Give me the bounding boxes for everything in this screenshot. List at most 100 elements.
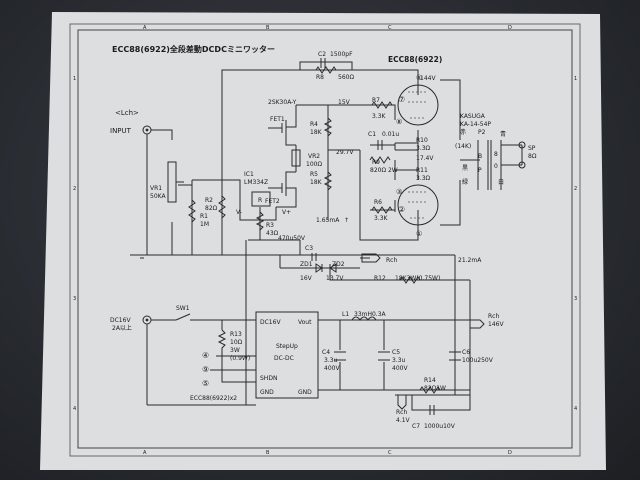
- ic1-symbol: [251, 191, 271, 207]
- c7-name: C7: [412, 423, 420, 430]
- r14-name: R14: [424, 377, 436, 384]
- heater-note: ECC88(6922)x2: [190, 395, 237, 402]
- r6-value: 3.3K: [374, 215, 389, 222]
- trans-p2: P2: [478, 129, 486, 136]
- r11-name: R11: [416, 167, 428, 174]
- rch-top-label: Rch: [386, 257, 397, 264]
- vr1-name: VR1: [150, 185, 162, 192]
- tube-lower-icon: [397, 184, 439, 226]
- inner-frame: [77, 29, 573, 449]
- border-row-1-right: 1: [574, 76, 577, 82]
- rch-mid-value: 146V: [488, 321, 504, 328]
- c5-symbol: [378, 351, 390, 361]
- tube-upper-icon: [397, 84, 439, 126]
- heater-pin-5: ⑤: [202, 379, 209, 388]
- border-col-a: A: [143, 25, 147, 31]
- c1-symbol: [377, 140, 383, 150]
- ic1-part: LM334Z: [244, 179, 268, 186]
- c5-name: C5: [392, 349, 400, 356]
- fet2-label: FET2: [265, 198, 280, 205]
- r8-top-symbol: [315, 66, 337, 74]
- r4-value: 18K: [310, 129, 323, 136]
- l1-symbol: [351, 316, 377, 321]
- trans-kuro: 黒: [462, 165, 468, 172]
- dcdc-dc16v: DC16V: [260, 319, 281, 326]
- dcdc-dcdc: DC-DC: [274, 355, 294, 362]
- fet1-symbol: [268, 120, 287, 136]
- r1-name: R1: [200, 213, 208, 220]
- r1-value: 1M: [200, 221, 209, 228]
- dc-in-jack-icon: [142, 315, 152, 325]
- border-row-3-right: 3: [574, 296, 577, 302]
- r13-name: R13: [230, 331, 242, 338]
- c3-symbol: [311, 253, 317, 261]
- r8-top-name: R8: [316, 74, 324, 81]
- r10-value: 3.3Ω: [416, 145, 431, 152]
- ic1-vplus: V+: [282, 209, 291, 216]
- r14-symbol: [419, 386, 441, 394]
- border-row-4-right: 4: [574, 406, 577, 412]
- trans-p: P: [478, 167, 482, 174]
- r5-symbol: [323, 171, 333, 191]
- ic1-name: IC1: [244, 171, 254, 178]
- ground-icon: [138, 254, 146, 259]
- border-col-b: B: [266, 25, 270, 31]
- border-row-4: 4: [73, 406, 76, 412]
- border-col-c: C: [388, 25, 392, 31]
- heater-pin-4: ④: [202, 351, 209, 360]
- rch-bottom-name: Rch: [396, 409, 407, 416]
- dcdc-stepup: StepUp: [276, 343, 298, 350]
- fet2-symbol: [268, 180, 287, 196]
- r13-w: 3W: [230, 347, 240, 354]
- sw1-icon: [175, 313, 191, 321]
- rch-mid-name: Rch: [488, 313, 499, 320]
- border-col-d-bottom: D: [508, 450, 512, 456]
- sw1-label: SW1: [176, 305, 190, 312]
- dcdc-vout: Vout: [298, 319, 312, 326]
- border-row-2: 2: [73, 186, 76, 192]
- vr2-name: VR2: [308, 153, 320, 160]
- c1-value: 0.01u: [382, 131, 399, 138]
- c6-symbol: [449, 351, 461, 361]
- c4-value: 3.3u: [324, 357, 338, 364]
- speaker-value: 8Ω: [528, 153, 537, 160]
- c6-name: C6: [462, 349, 470, 356]
- trans-maker: KASUGA: [460, 113, 486, 120]
- r7-name: R7: [372, 97, 380, 104]
- trans-midori: 緑: [462, 178, 468, 186]
- l1-value: 33mH0.3A: [354, 311, 387, 318]
- l1-name: L1: [342, 311, 349, 318]
- dcdc-module: [255, 311, 319, 399]
- zd1-value: 16V: [300, 275, 313, 282]
- trans-imp: (14K): [455, 143, 471, 150]
- rch-bottom-connector: [397, 395, 407, 410]
- vr2-symbol: [291, 149, 301, 167]
- pin-2: ②: [398, 205, 405, 214]
- c1-name: C1: [368, 131, 376, 138]
- sp-terminal-minus-icon: [518, 161, 526, 169]
- r12-name: R12: [374, 275, 386, 282]
- v174-label: 17.4V: [416, 155, 434, 162]
- r7-symbol: [371, 101, 393, 109]
- c2-value: 1500pF: [330, 51, 353, 58]
- trans-ao: 青: [500, 130, 506, 138]
- fet-part: 2SK30A-Y: [268, 99, 297, 106]
- c2-symbol: [320, 58, 326, 68]
- speaker-name: SP: [528, 145, 536, 152]
- pin-8: ⑧: [396, 118, 402, 126]
- c3-name: C3: [305, 245, 313, 252]
- ic1-vminus: V-: [236, 209, 242, 216]
- r5-value: 18K: [310, 179, 323, 186]
- v29-label: 29.7V: [336, 149, 354, 156]
- border-row-1: 1: [73, 76, 76, 82]
- c5-value: 3.3u: [392, 357, 406, 364]
- trans-aka: 赤: [460, 129, 466, 136]
- transformer-icon: [477, 140, 502, 190]
- r3-value: 43Ω: [266, 230, 279, 237]
- r14-value: 82Ω1W: [424, 385, 446, 392]
- total-current: 21.2mA: [458, 257, 482, 264]
- wiring-lower: [146, 319, 471, 411]
- ic1-r-pin: R: [258, 197, 262, 204]
- dcdc-shdn: SHDN: [260, 375, 277, 382]
